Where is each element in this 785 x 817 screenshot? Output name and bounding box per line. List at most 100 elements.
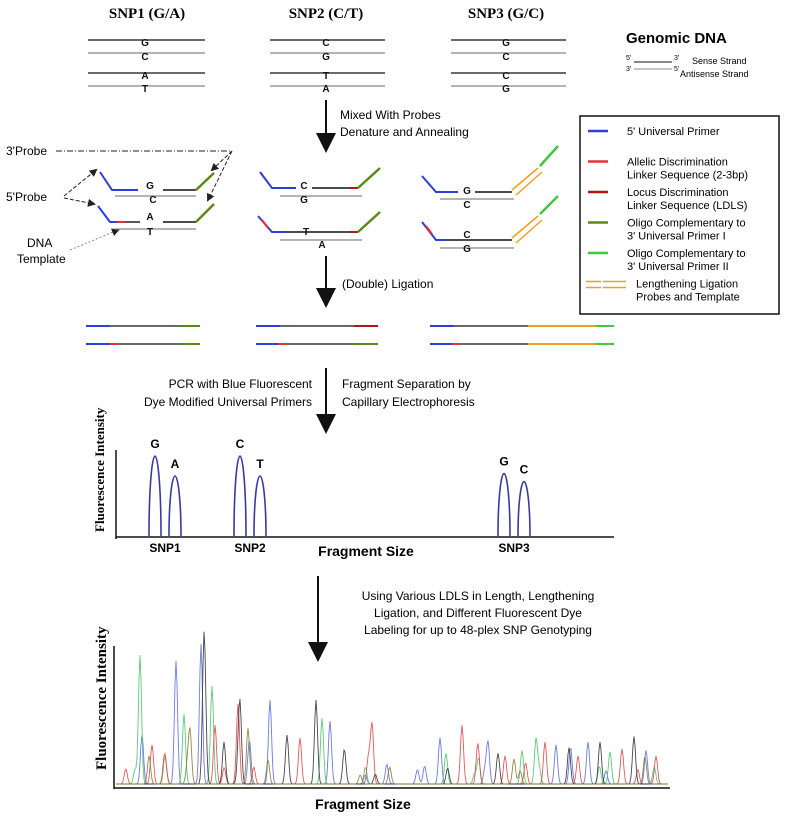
snp3-base-4: G [502,84,510,95]
legend-item-label: 3' Universal Primer I [627,231,726,243]
antisense-left-label: 3' [626,66,631,73]
peak-snp3-g [497,472,511,537]
snp1-probe-bot-template: T [147,227,153,238]
snp3-base-3: C [502,71,509,82]
sense-left-label: 5' [626,55,631,62]
snp1-probe-bot-allele: A [146,212,153,223]
genomic-dna-strands [88,39,566,87]
snp1-probe-top-template: C [149,195,156,206]
step-sep-line2: Capillary Electrophoresis [342,395,475,409]
template-label-line2: Template [17,252,66,266]
antisense-strand-label: Antisense Strand [680,69,749,79]
peak-label-snp2-t: T [256,457,264,471]
snp2-base-4: A [322,84,329,95]
peak-label-snp1-a: A [171,457,180,471]
tick-snp2: SNP2 [234,541,266,555]
chart2-xlabel: Fragment Size [315,796,411,812]
antisense-right-label: 5' [674,66,679,73]
snp3-probe-bot-template: G [463,244,471,255]
snp3-base-1: G [502,38,510,49]
snp2-probe-bot-template: A [318,240,325,251]
trace-dye-1 [116,643,668,785]
snp2-header: SNP2 (C/T) [289,6,364,22]
tick-snp1: SNP1 [149,541,181,555]
legend-item-label: Probes and Template [636,292,740,304]
snp3-probe-set [421,145,559,249]
snp2-probe-top-allele: C [300,181,307,192]
legend-item-5: Oligo Complementary to3' Universal Prime… [588,248,746,273]
step-pcr-line1: PCR with Blue Fluorescent [169,377,313,391]
genomic-dna-title: Genomic DNA [626,30,727,47]
snp1-probe-set [97,171,215,230]
snp2-base-1: C [322,38,329,49]
snp3-probe-bot-allele: C [463,230,470,241]
peak-snp1-g [148,455,162,537]
snp1-base-4: T [142,84,148,95]
peak-snp3-c [517,480,531,537]
snp2-probe-set [257,167,381,241]
legend-item-label: Linker Sequence (LDLS) [627,200,747,212]
probe-bases: G C A T C G T A G C C G [146,181,471,255]
snp2-probe-bot-allele: T [303,227,309,238]
peak-snp2-t [253,475,267,537]
chart1-xlabel: Fragment Size [318,543,414,559]
legend-item-label: 3' Universal Primer II [627,261,729,273]
snp1-probe-top-allele: G [146,181,154,192]
snp3-probe-top-allele: G [463,186,471,197]
legend-item-label: Lengthening Ligation [636,279,738,291]
chart2-ylabel: Fluorescence Intensity [94,626,110,770]
peak-label-snp2-c: C [236,437,245,451]
peak-label-snp1-g: G [150,437,159,451]
step-multi-line3: Labeling for up to 48-plex SNP Genotypin… [364,623,592,637]
peak-snp2-c [233,455,247,537]
step-multi-line2: Ligation, and Different Fluorescent Dye [374,606,582,620]
legend-item-4: Oligo Complementary to3' Universal Prime… [588,218,746,243]
probe-annotations: 3'Probe 5'Probe DNA Template [6,144,233,266]
snp-headers: SNP1 (G/A) SNP2 (C/T) SNP3 (G/C) [109,6,544,22]
sense-strand-label: Sense Strand [692,56,747,66]
chart1-ylabel: Fluorescence Intensity [92,407,107,532]
trace-dye-5 [116,727,668,785]
step-ligation: (Double) Ligation [342,277,433,291]
snp1-header: SNP1 (G/A) [109,6,185,22]
probe3-label: 3'Probe [6,144,47,158]
legend-item-label: Oligo Complementary to [627,248,746,260]
ligated-products [86,325,614,345]
probe5-label: 5'Probe [6,190,47,204]
step-mix-line1: Mixed With Probes [340,108,441,122]
snp2-probe-top-template: G [300,195,308,206]
snp2-base-2: G [322,52,330,63]
step-pcr-line2: Dye Modified Universal Primers [144,395,312,409]
snp3-probe-top-template: C [463,200,470,211]
legend-item-1: 5' Universal Primer [588,126,720,138]
legend-item-label: Locus Discrimination [627,187,728,199]
genomic-dna-bases: G C A T C G T A G C C G [141,38,510,95]
peak-snp1-a [168,475,182,537]
step-multi-line1: Using Various LDLS in Length, Lengthenin… [362,589,595,603]
snp2-base-3: T [323,71,329,82]
snp3-base-2: C [502,52,509,63]
sense-right-label: 3' [674,55,679,62]
peak-label-snp3-c: C [520,463,529,477]
peak-label-snp3-g: G [499,455,508,469]
legend-item-label: 5' Universal Primer [627,126,720,138]
snp1-base-2: C [141,52,148,63]
snp1-base-1: G [141,38,149,49]
tick-snp3: SNP3 [498,541,530,555]
legend-item-label: Linker Sequence (2-3bp) [627,170,748,182]
step-mix-line2: Denature and Annealing [340,125,469,139]
trace-dye-4 [116,631,668,785]
legend-item-label: Oligo Complementary to [627,218,746,230]
genomic-dna-key: Genomic DNA 5' 3' Sense Strand 3' 5' Ant… [626,30,749,79]
snp1-base-3: A [141,71,148,82]
legend-item-label: Allelic Discrimination [627,157,728,169]
template-label-line1: DNA [27,236,52,250]
chart2: Fluorescence Intensity Fragment Size [94,626,670,812]
snp3-header: SNP3 (G/C) [468,6,544,22]
